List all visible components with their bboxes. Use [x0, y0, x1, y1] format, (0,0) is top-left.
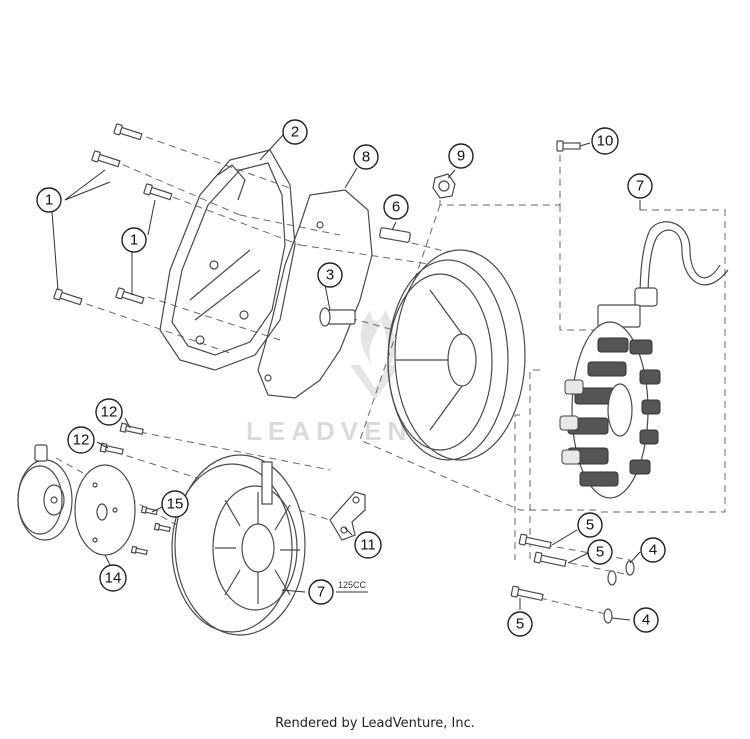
dowel-pin	[379, 227, 411, 243]
svg-text:2: 2	[291, 124, 299, 141]
callout-5c: 5	[507, 611, 533, 637]
svg-text:10: 10	[597, 133, 614, 150]
svg-text:4: 4	[649, 542, 657, 559]
svg-text:12: 12	[73, 432, 90, 449]
callout-5a: 5	[577, 512, 603, 538]
svg-text:5: 5	[516, 616, 524, 633]
footer-credit: Rendered by LeadVenture, Inc.	[275, 716, 475, 731]
callout-7a: 7	[627, 173, 653, 199]
svg-text:5: 5	[586, 517, 594, 534]
callout-7b: 7	[308, 579, 334, 605]
stator-bolts	[510, 533, 635, 624]
callout-12b: 12	[67, 426, 95, 454]
callout-6: 6	[383, 194, 409, 220]
callout-15: 15	[161, 490, 189, 518]
stator-assembly	[559, 221, 729, 499]
nut	[432, 173, 456, 199]
svg-text:8: 8	[362, 149, 370, 166]
pickup-assembly	[17, 444, 73, 541]
callout-11: 11	[354, 531, 382, 559]
callout-2: 2	[282, 119, 308, 145]
svg-text:5: 5	[596, 544, 604, 561]
svg-text:14: 14	[105, 570, 122, 587]
callout-3: 3	[317, 262, 343, 288]
svg-text:1: 1	[45, 192, 53, 209]
callout-4b: 4	[633, 607, 659, 633]
callout-4a: 4	[640, 537, 666, 563]
callout-1a: 1	[36, 187, 62, 213]
svg-text:1: 1	[130, 232, 138, 249]
svg-text:7: 7	[636, 178, 644, 195]
shaft	[319, 307, 356, 327]
svg-text:15: 15	[167, 496, 184, 513]
svg-text:7: 7	[317, 584, 325, 601]
svg-text:11: 11	[360, 537, 376, 554]
flywheel-125cc	[171, 454, 306, 636]
screw-10	[556, 140, 581, 152]
mounting-plate	[74, 464, 136, 556]
svg-text:12: 12	[101, 404, 118, 421]
bolt-group-1	[53, 123, 173, 306]
stator-cover	[159, 149, 296, 371]
leader-lines	[51, 134, 641, 621]
bracket	[329, 491, 366, 541]
callout-8: 8	[353, 144, 379, 170]
svg-text:3: 3	[326, 267, 334, 284]
svg-text:4: 4	[642, 612, 650, 629]
callout-5b: 5	[587, 539, 613, 565]
note-125cc: 125CC	[338, 580, 367, 590]
flywheel	[387, 249, 526, 461]
callout-1b: 1	[121, 227, 147, 253]
callout-12a: 12	[95, 398, 123, 426]
callout-9: 9	[448, 143, 474, 169]
small-screws	[99, 422, 171, 556]
callout-14: 14	[99, 564, 127, 592]
svg-text:9: 9	[457, 148, 465, 165]
gasket	[257, 189, 373, 399]
callout-10: 10	[591, 127, 619, 155]
svg-text:6: 6	[392, 199, 400, 216]
